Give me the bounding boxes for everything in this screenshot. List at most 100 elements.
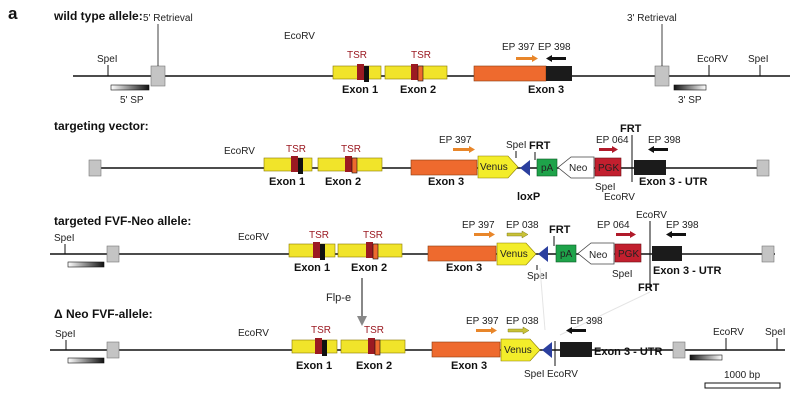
spe1-site: SpeI: [54, 233, 75, 244]
ep398-arrow: [566, 327, 586, 334]
tsr-core-1: [315, 338, 322, 354]
ecorv-site: EcoRV: [238, 232, 269, 243]
exon3-box: [427, 245, 497, 262]
spe1-site-2: SpeI: [524, 369, 545, 380]
venus-cassette: [477, 155, 519, 179]
exon1-mark: [298, 158, 303, 174]
tsr-label-1: TSR: [286, 144, 306, 155]
ep038-arrow: [506, 230, 529, 239]
retrieval-3-box: [761, 245, 775, 263]
ecorv-site-3: EcoRV: [697, 54, 728, 65]
tsr-label-2: TSR: [364, 325, 384, 336]
ep064-arrow: [616, 231, 636, 238]
ep397-arrow: [476, 327, 497, 334]
retrieval-5-box: [106, 341, 120, 359]
fvf-neo-allele-row: targeted FVF-Neo allele: SpeI EcoRV TSR …: [50, 210, 775, 294]
tsr-core-2: [368, 338, 375, 354]
ep397-arrow: [474, 231, 495, 238]
tsr-box-1: [288, 243, 336, 258]
pgk-box: [614, 243, 642, 263]
ep397-label: EP 397: [466, 316, 499, 327]
exon3-box: [473, 65, 547, 82]
targeting-vector-row: targeting vector: EcoRV TSR Exon 1 TSR E…: [54, 119, 770, 203]
spe1-site-3: SpeI: [765, 327, 786, 338]
ep398-arrow: [546, 55, 566, 62]
ep397-arrow: [453, 146, 475, 153]
tsr-label-1: TSR: [347, 50, 367, 61]
fvf-neo-heading: targeted FVF-Neo allele:: [54, 214, 191, 228]
exon3-label: Exon 3: [451, 360, 487, 372]
exon3-utr-box: [560, 342, 592, 357]
exon2-mark: [351, 157, 358, 174]
exon1-mark: [364, 66, 369, 82]
probe-3sp-label: 3' SP: [678, 95, 702, 106]
spe1-site-3: SpeI: [612, 269, 633, 280]
exon1-mark: [322, 340, 327, 356]
loxp-site: [542, 342, 552, 358]
ep064-label: EP 064: [597, 220, 630, 231]
venus-label: Venus: [504, 345, 532, 356]
flp-label: Flp-e: [326, 292, 351, 304]
retrieval-5-box: [150, 65, 166, 87]
exon3-box: [410, 159, 478, 176]
exon3-utr-label: Exon 3 - UTR: [639, 176, 708, 188]
probe-5sp: [110, 84, 150, 91]
ep038-arrow: [507, 326, 530, 335]
scale-bar: 1000 bp: [704, 370, 781, 389]
neo-cassette: [557, 156, 595, 179]
neo-label: Neo: [589, 250, 608, 261]
ep398-arrow: [648, 146, 668, 153]
ecorv-site: EcoRV: [224, 146, 255, 157]
exon1-label: Exon 1: [296, 360, 332, 372]
venus-cassette: [500, 338, 541, 362]
exon2-label: Exon 2: [400, 84, 436, 96]
exon2-label: Exon 2: [356, 360, 392, 372]
loxp-site: [538, 246, 548, 262]
pa-label: pA: [560, 249, 573, 260]
tsr-core-1: [357, 64, 364, 80]
exon2-mark: [372, 243, 379, 260]
ep397-label: EP 397: [439, 135, 472, 146]
ep398-label: EP 398: [666, 220, 699, 231]
ecorv-site: EcoRV: [238, 328, 269, 339]
ep398-label: EP 398: [538, 42, 571, 53]
tsr-label-1: TSR: [309, 230, 329, 241]
tsr-core-2: [345, 156, 352, 172]
pa-box: [555, 244, 577, 263]
frt-label-2: FRT: [620, 123, 642, 135]
ecorv-site: EcoRV: [284, 31, 315, 42]
connector-line: [539, 267, 546, 331]
pgk-box: [594, 157, 622, 177]
targeting-vector-heading: targeting vector:: [54, 119, 149, 133]
retrieval-3-box: [672, 341, 686, 359]
ep398-label: EP 398: [570, 316, 603, 327]
delta-neo-heading: Δ Neo FVF-allele:: [54, 307, 153, 321]
scale-bar-box: [704, 382, 781, 389]
probe-5sp: [67, 357, 105, 364]
exon2-mark: [417, 65, 424, 82]
retrieval-5-box: [88, 159, 102, 177]
probe-3sp: [673, 84, 707, 91]
ep397-arrow: [516, 55, 538, 62]
ecorv-site-2: EcoRV: [604, 192, 635, 203]
tsr-core-1: [313, 242, 320, 258]
tsr-core-2: [366, 242, 373, 258]
venus-label: Venus: [480, 162, 508, 173]
exon2-label: Exon 2: [325, 176, 361, 188]
ep038-label: EP 038: [506, 316, 539, 327]
spe1-site-2: SpeI: [595, 182, 616, 193]
pgk-label: PGK: [598, 163, 619, 174]
exon3-label: Exon 3: [446, 262, 482, 274]
exon3-label: Exon 3: [528, 84, 564, 96]
ep397-label: EP 397: [502, 42, 535, 53]
tsr-box-1: [291, 339, 338, 354]
ep397-label: EP 397: [462, 220, 495, 231]
exon2-label: Exon 2: [351, 262, 387, 274]
pgk-label: PGK: [618, 249, 639, 260]
exon3-utr-box: [652, 246, 682, 261]
pa-label: pA: [541, 163, 554, 174]
wild-type-heading: wild type allele:: [53, 9, 143, 23]
retrieval-5-label: 5' Retrieval: [143, 13, 193, 24]
exon3-utr-label: Exon 3 - UTR: [653, 265, 722, 277]
retrieval-3-box: [756, 159, 770, 177]
